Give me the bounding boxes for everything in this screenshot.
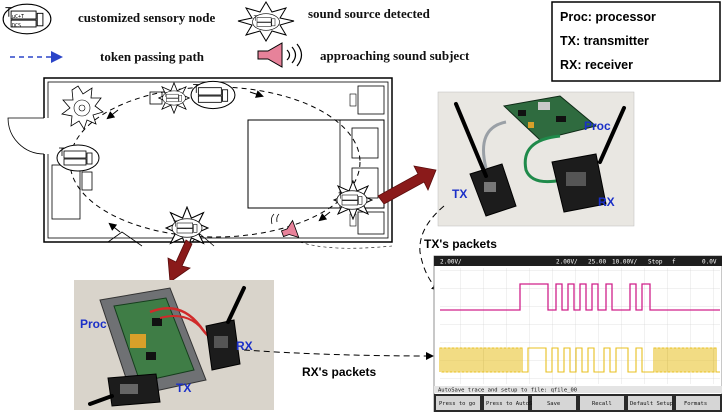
abbreviation-box: Proc: processor TX: transmitter RX: rece… — [551, 1, 721, 82]
arrow-to-bottom-photo — [167, 239, 193, 283]
chair — [81, 171, 93, 191]
bottom-hardware-photo: Proc RX TX — [74, 280, 274, 410]
abbr-rx: RX: receiver — [560, 58, 633, 72]
nightstand — [357, 211, 385, 235]
scope-top-bar — [434, 256, 722, 266]
softkey-autosave[interactable] — [484, 396, 528, 410]
top-photo-proc-label: Proc — [584, 119, 611, 133]
top-hardware-photo: Proc TX RX — [437, 91, 635, 227]
floor-plan — [7, 77, 393, 250]
approaching-speaker-icon — [270, 213, 300, 239]
scope-ch2-scale: 2.00V/ — [556, 259, 578, 266]
legend-node-chip-line1: µC+T — [12, 14, 24, 20]
desk — [51, 164, 81, 220]
scope-softkeys: Press to go Press to AutoSave Save Recal… — [434, 394, 722, 412]
legend-sensor-node-label: customized sensory node — [78, 10, 215, 25]
bottom-photo-proc-label: Proc — [80, 317, 107, 331]
softkey-press-to-go-label: Press to go — [439, 401, 475, 407]
softkey-recall[interactable] — [580, 396, 624, 410]
abbr-proc: Proc: processor — [560, 10, 656, 24]
legend-sound-source-icon — [237, 1, 295, 42]
softkey-save[interactable] — [532, 396, 576, 410]
tx-packets-label: TX's packets — [424, 237, 497, 251]
sensor-node-left-icon — [56, 144, 100, 172]
green-cable — [523, 134, 563, 184]
plant — [61, 85, 104, 130]
proc-board — [502, 95, 598, 141]
top-photo-tx-label: TX — [452, 187, 467, 201]
scope-trace-channel1 — [440, 283, 720, 311]
arrow-to-top-photo — [377, 165, 437, 205]
softkey-default-setup[interactable] — [628, 396, 672, 410]
tx-antenna — [454, 102, 488, 178]
sound-source-top-icon — [158, 82, 190, 114]
softkey-press-to-go[interactable] — [436, 396, 480, 410]
softkey-formats-label: Formats — [684, 401, 707, 407]
legend-approaching-label: approaching sound subject — [320, 48, 470, 63]
scope-trigger-level: 0.0V — [702, 259, 717, 266]
legend: customized sensory node sound source det… — [2, 1, 470, 68]
legend-token-path-label: token passing path — [100, 49, 205, 64]
tx-antenna — [88, 394, 114, 406]
gray-cable — [482, 120, 507, 169]
softkey-default-setup-label: Default Setup — [630, 401, 673, 407]
sound-source-right-icon — [333, 180, 373, 220]
door-swing — [7, 117, 45, 155]
rx-packets-path — [243, 349, 434, 360]
rx-antenna — [226, 286, 246, 324]
proc-board — [113, 297, 195, 383]
bottom-photo-rx-label: RX — [236, 339, 253, 353]
softkey-formats[interactable] — [676, 396, 720, 410]
rx-packets-label: RX's packets — [302, 365, 377, 379]
scope-timebase: 10.00V/ — [612, 259, 638, 266]
legend-sensor-node-icon — [2, 3, 52, 35]
scope-ch1-scale: 2.00V/ — [440, 259, 462, 266]
bottom-photo-tx-label: TX — [176, 381, 191, 395]
softkey-recall-label: Recall — [592, 401, 612, 407]
legend-speaker-icon — [257, 42, 303, 68]
legend-sound-source-label: sound source detected — [308, 6, 431, 21]
tx-packets-path — [419, 205, 445, 292]
oscilloscope-screen: 2.00V/ 2.00V/ 25.00 10.00V/ Stop f 0.0V … — [433, 255, 722, 413]
softkey-autosave-label: Press to AutoSave — [486, 401, 542, 407]
sensor-node-top-icon — [190, 80, 236, 110]
nightstand — [357, 85, 385, 115]
top-photo-rx-label: RX — [598, 195, 615, 209]
abbr-tx: TX: transmitter — [560, 34, 649, 48]
scope-status-text: AutoSave trace and setup to file: qfile_… — [438, 388, 577, 394]
scope-run-state: Stop — [648, 259, 663, 266]
rx-antenna — [598, 106, 626, 164]
softkey-save-label: Save — [547, 401, 560, 407]
legend-node-chip-line2: DCS — [12, 23, 21, 29]
scope-traces — [439, 283, 720, 373]
scope-trace-channel2 — [439, 347, 720, 373]
scope-trigger-mode: f — [672, 259, 676, 266]
scope-delay: 25.00 — [588, 259, 606, 266]
